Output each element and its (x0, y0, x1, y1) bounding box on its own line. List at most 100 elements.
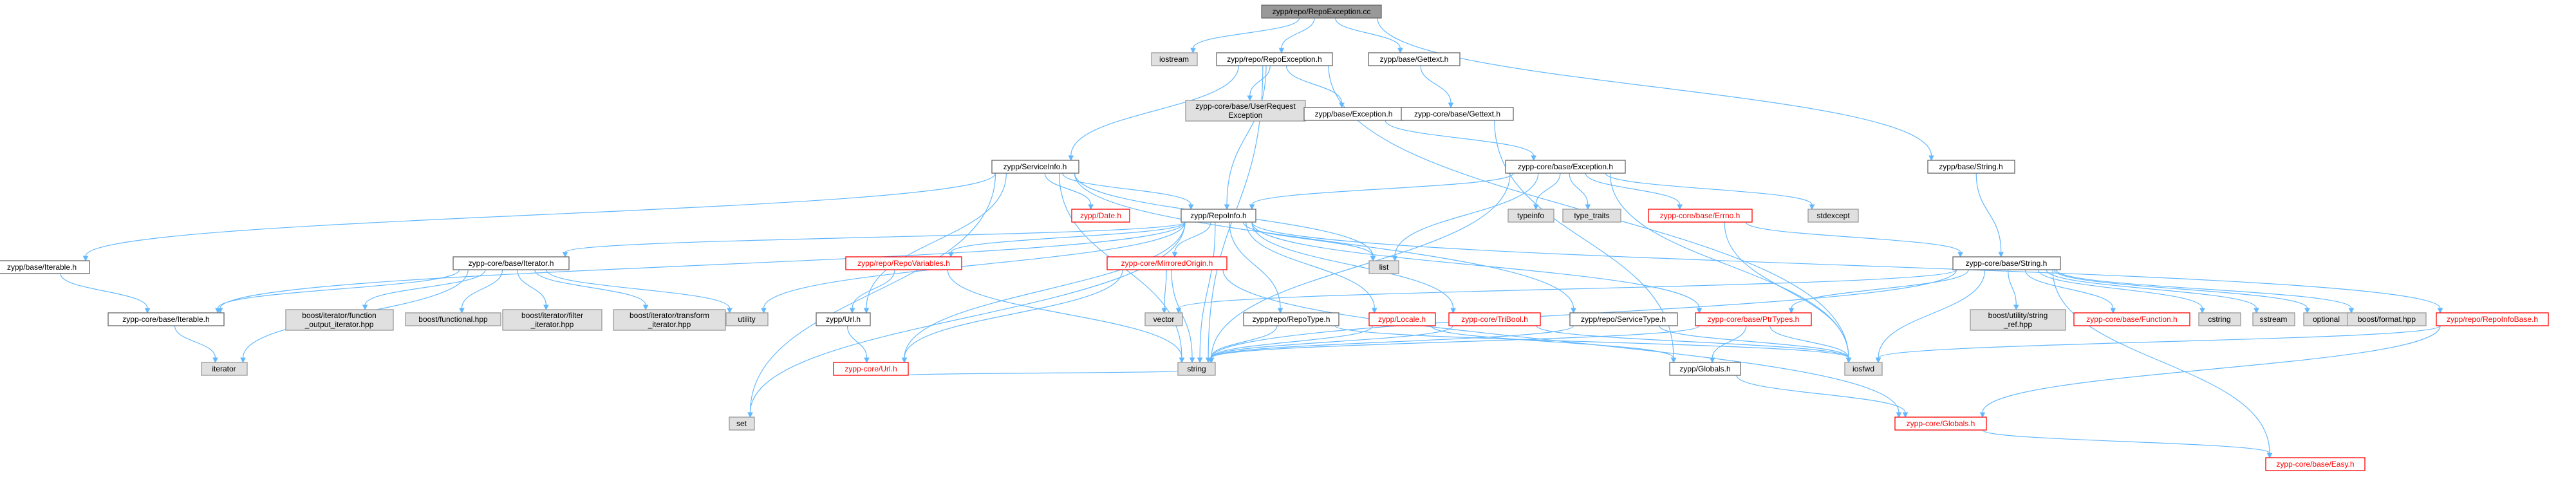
node-curl[interactable]: zypp-core/Url.h (833, 362, 909, 376)
node-cglobals[interactable]: zypp-core/Globals.h (1894, 416, 1987, 431)
arrowhead-icon (1224, 204, 1230, 210)
arrowhead-icon (1397, 48, 1403, 54)
node-label: zypp/RepoInfo.h (1190, 211, 1246, 220)
node-label: cstring (2208, 315, 2230, 324)
node-gettext[interactable]: zypp/base/Gettext.h (1368, 52, 1461, 66)
node-tribool[interactable]: zypp-core/TriBool.h (1448, 312, 1541, 326)
edge-citerable-to-iterator (174, 325, 218, 364)
node-function[interactable]: zypp-core/base/Function.h (2073, 312, 2190, 326)
edge-line (2008, 269, 2017, 306)
node-bstrref: boost/utility/string_ref.hpp (1970, 309, 2066, 331)
edge-repoexc-to-repoinfo (1224, 65, 1267, 210)
node-bfunc: boost/functional.hpp (405, 312, 501, 326)
node-sstream: sstream (2252, 312, 2295, 326)
node-label: vector (1153, 315, 1175, 324)
node-label: zypp-core/base/Errno.h (1660, 211, 1741, 220)
node-box (1894, 416, 1987, 431)
edge-line (1377, 17, 1932, 156)
node-box (1368, 260, 1399, 274)
node-box (1569, 312, 1678, 326)
arrowhead-icon (863, 308, 870, 314)
arrowhead-icon (212, 357, 218, 364)
node-ptrtypes[interactable]: zypp-core/base/PtrTypes.h (1695, 312, 1812, 326)
node-cexc[interactable]: zypp-core/base/Exception.h (1505, 160, 1626, 174)
node-citerator[interactable]: zypp-core/base/Iterator.h (453, 256, 570, 270)
node-label: zypp/repo/RepoInfoBase.h (2447, 315, 2538, 324)
node-label: zypp-core/base/PtrTypes.h (1708, 315, 1800, 324)
node-label: optional (2313, 315, 2340, 324)
node-date[interactable]: zypp/Date.h (1071, 209, 1130, 223)
node-repoinfo[interactable]: zypp/RepoInfo.h (1181, 209, 1256, 223)
node-label: Exception (1229, 111, 1263, 120)
node-label: zypp/repo/RepoType.h (1253, 315, 1330, 324)
node-label: zypp/base/String.h (1939, 162, 2002, 171)
node-cgettext[interactable]: zypp-core/base/Gettext.h (1401, 107, 1514, 121)
edge-cstring-to-function (2024, 269, 2116, 314)
node-string: string (1177, 362, 1216, 376)
edge-locale-to-zglobals (1430, 325, 1677, 364)
node-label: zypp-core/base/UserRequest (1195, 102, 1296, 111)
node-servicetype[interactable]: zypp/repo/ServiceType.h (1569, 312, 1678, 326)
node-locale[interactable]: zypp/Locale.h (1368, 312, 1436, 326)
node-box (1144, 312, 1183, 326)
node-label: utility (738, 315, 755, 324)
edge-line (904, 269, 1123, 359)
arrowhead-icon (2437, 308, 2443, 314)
arrowhead-icon (562, 252, 568, 258)
node-citerable[interactable]: zypp-core/base/Iterable.h (107, 312, 225, 326)
node-box (2347, 312, 2427, 326)
node-zurl[interactable]: zypp/Url.h (816, 312, 871, 326)
node-repoexc[interactable]: zypp/repo/RepoException.h (1216, 52, 1333, 66)
node-box (1952, 256, 2061, 270)
edge-cstring-to-easy (2052, 269, 2273, 459)
arrowhead-icon (1208, 357, 1215, 364)
arrowhead-icon (2304, 308, 2310, 314)
node-box (1181, 209, 1256, 223)
node-repoinfobase[interactable]: zypp/repo/RepoInfoBase.h (2436, 312, 2549, 326)
node-zbstring[interactable]: zypp/base/String.h (1927, 160, 2015, 174)
node-repovars[interactable]: zypp/repo/RepoVariables.h (845, 256, 962, 270)
arrowhead-icon (1709, 357, 1715, 364)
edge-cstring-to-vector (1175, 269, 1957, 314)
edge-line (217, 269, 460, 309)
node-label: zypp-core/MirroredOrigin.h (1121, 259, 1213, 268)
edge-line (219, 221, 1186, 309)
node-zbexc[interactable]: zypp/base/Exception.h (1303, 107, 1404, 121)
edge-line (546, 269, 731, 309)
edge-repoinfo-to-locale (1246, 221, 1377, 314)
edge-line (1211, 325, 1453, 359)
edge-line (852, 269, 895, 309)
node-label: zypp-core/Url.h (845, 364, 897, 373)
edge-line (60, 273, 148, 309)
node-root[interactable]: zypp/repo/RepoException.cc (1261, 5, 1382, 19)
node-box (729, 416, 755, 431)
arrowhead-icon (362, 304, 368, 311)
edge-repovars-to-zurl (849, 269, 895, 314)
node-bfoi: boost/iterator/function_output_iterator.… (285, 309, 394, 331)
edge-repoinfo-to-repotype (1229, 221, 1283, 314)
node-box (0, 260, 90, 274)
edge-serviceinfo-to-date (1044, 173, 1094, 210)
node-cstr: cstring (2198, 312, 2241, 326)
edge-line (565, 221, 1186, 253)
node-iostream: iostream (1151, 52, 1198, 66)
node-box (201, 362, 248, 376)
node-zglobals[interactable]: zypp/Globals.h (1669, 362, 1741, 376)
edge-line (1062, 173, 1191, 205)
arrowhead-icon (1448, 102, 1454, 109)
node-zbiterable[interactable]: zypp/base/Iterable.h (0, 260, 90, 274)
arrowhead-icon (1670, 357, 1677, 364)
edge-curl-to-string (904, 370, 1185, 377)
node-cstring[interactable]: zypp-core/base/String.h (1952, 256, 2061, 270)
edge-cexc-to-stdexcept (1605, 173, 1815, 210)
node-mirrored[interactable]: zypp-core/MirroredOrigin.h (1106, 256, 1227, 270)
edge-line (947, 269, 1182, 359)
node-repotype[interactable]: zypp/repo/RepoType.h (1243, 312, 1339, 326)
arrowhead-icon (1088, 204, 1094, 210)
node-serviceinfo[interactable]: zypp/ServiceInfo.h (991, 160, 1079, 174)
edge-line (1229, 221, 1281, 309)
node-errno[interactable]: zypp-core/base/Errno.h (1648, 209, 1753, 223)
edge-line (2052, 269, 2270, 454)
node-easy[interactable]: zypp-core/base/Easy.h (2265, 457, 2366, 471)
edge-line (364, 269, 486, 306)
